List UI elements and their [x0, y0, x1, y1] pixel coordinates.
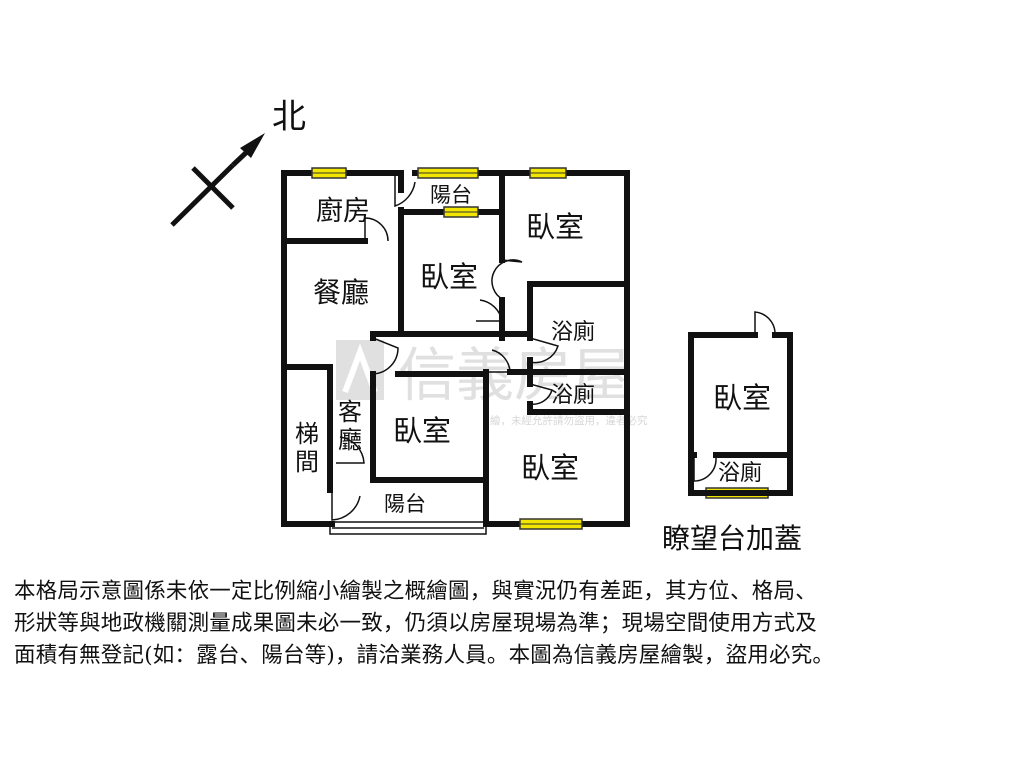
- annex-doors: [693, 311, 776, 482]
- label-bedroom-lower-center: 臥室: [393, 414, 451, 448]
- compass: 北: [170, 97, 306, 227]
- floor-plan: 信義房屋 繪，未經允許請勿盜用，違者必究 北: [170, 97, 802, 555]
- door-bedroom-top-right: [491, 259, 523, 301]
- window-balcony-top: [417, 167, 479, 179]
- label-bath-2: 浴廁: [551, 383, 595, 408]
- annex-caption: 瞭望台加蓋: [662, 522, 802, 555]
- window-bedroom-center: [443, 206, 479, 218]
- disclaimer-line-1: 本格局示意圖係未依一定比例縮小繪製之概繪圖，與實況仍有差距，其方位、格局、: [14, 579, 817, 604]
- label-living-1: 客: [338, 398, 362, 426]
- label-annex-bedroom: 臥室: [713, 381, 771, 415]
- door-bedroom-center: [476, 299, 503, 322]
- balcony-railing: [329, 521, 487, 535]
- door-kitchen-balcony: [394, 176, 416, 208]
- door-entrance: [331, 490, 361, 521]
- label-balcony-top: 陽台: [430, 183, 472, 207]
- label-bedroom-center: 臥室: [420, 260, 478, 294]
- window-kitchen: [311, 167, 347, 179]
- north-label: 北: [272, 97, 306, 137]
- door-annex-bath: [693, 457, 717, 482]
- label-bedroom-lower-right: 臥室: [521, 451, 579, 485]
- label-dining: 餐廳: [313, 276, 369, 309]
- window-bedroom-top-right: [529, 167, 567, 179]
- door-annex-entrance: [754, 311, 776, 335]
- door-bath-1: [529, 337, 559, 364]
- label-bath-1: 浴廁: [551, 320, 595, 345]
- window-bedroom-lower-right: [519, 518, 583, 530]
- door-bath-2: [529, 383, 553, 405]
- label-annex-bath: 浴廁: [718, 461, 762, 486]
- door-bedroom-lower-right: [486, 349, 511, 373]
- compass-line: [170, 163, 235, 227]
- disclaimer-line-3: 面積有無登記(如：露台、陽台等)，請洽業務人員。本圖為信義房屋繪製，盜用必究。: [14, 643, 835, 668]
- label-balcony-bottom: 陽台: [384, 492, 426, 516]
- compass-cross: [191, 166, 235, 210]
- room-labels: 廚房 陽台 臥室 餐廳 臥室 浴廁 浴廁 梯 間 客 廳 臥室 臥室 陽台 臥室…: [295, 183, 802, 555]
- label-living-2: 廳: [338, 426, 362, 454]
- walls: [281, 170, 630, 527]
- doors: [331, 176, 559, 521]
- disclaimer: 本格局示意圖係未依一定比例縮小繪製之概繪圖，與實況仍有差距，其方位、格局、 形狀…: [14, 576, 1014, 672]
- label-kitchen: 廚房: [316, 196, 370, 227]
- label-bedroom-top-right: 臥室: [526, 210, 584, 244]
- disclaimer-line-2: 形狀等與地政機關測量成果圖未必一致，仍須以房屋現場為準；現場空間使用方式及: [14, 611, 817, 636]
- door-living: [336, 436, 365, 464]
- door-kitchen: [364, 217, 389, 242]
- label-stairs-1: 梯: [295, 420, 319, 448]
- door-bedroom-lower: [372, 337, 399, 375]
- watermark-notice: 繪，未經允許請勿盜用，違者必究: [490, 414, 648, 427]
- label-stairs-2: 間: [295, 448, 319, 476]
- annex-walls: [688, 332, 793, 496]
